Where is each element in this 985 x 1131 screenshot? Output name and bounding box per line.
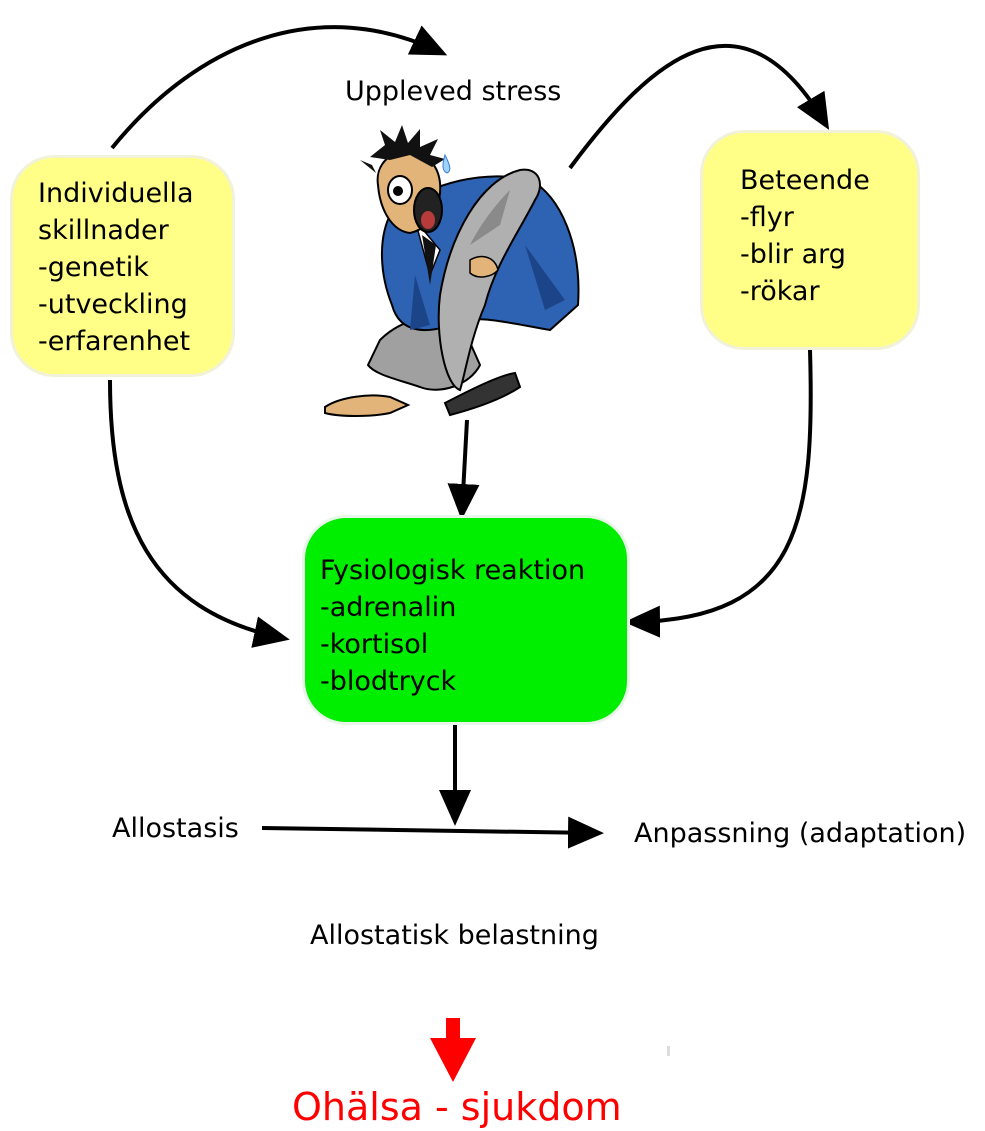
individual-differences-box [10,155,235,377]
individual-line: -utveckling [38,289,188,320]
red-arrow-head [430,1038,476,1082]
physiology-line: -kortisol [320,629,429,660]
individual-line: -genetik [38,252,149,283]
stressed-man-illustration [324,125,580,417]
physiology-line: -adrenalin [320,592,457,623]
behavior-line: -rökar [740,276,820,307]
individual-differences-text: Individuella skillnader -genetik -utveck… [38,175,194,360]
arrow-figure-to-physiology [447,419,480,520]
arrow-figure-to-behavior [568,43,830,170]
individual-line: skillnader [38,215,169,246]
physiology-line: -blodtryck [320,666,457,697]
physiological-reaction-box [302,515,630,725]
physiological-reaction-text: Fysiologisk reaktion -adrenalin -kortiso… [320,552,585,700]
behavior-line: -blir arg [740,239,846,270]
behavior-box [700,130,920,350]
arrow-allostasis-to-adaptation [261,816,604,849]
individual-line: Individuella [38,178,194,209]
red-arrow-shaft [446,1018,460,1040]
ill-health-label: Ohälsa - sjukdom [292,1085,622,1129]
arrow-individual-to-physiology [108,379,290,648]
behavior-line: -flyr [740,202,794,233]
physiology-line: Fysiologisk reaktion [320,555,586,586]
allostasis-label: Allostasis [112,813,239,844]
behavior-line: Beteende [740,165,870,196]
arrow-individual-to-stress [110,25,448,150]
behavior-text: Beteende -flyr -blir arg -rökar [740,162,870,310]
individual-line: -erfarenhet [38,326,191,357]
adaptation-label: Anpassning (adaptation) [634,818,967,849]
allostatic-load-label: Allostatisk belastning [310,920,599,951]
stress-label: Uppleved stress [345,76,562,107]
arrow-behavior-to-physiology [624,349,813,638]
